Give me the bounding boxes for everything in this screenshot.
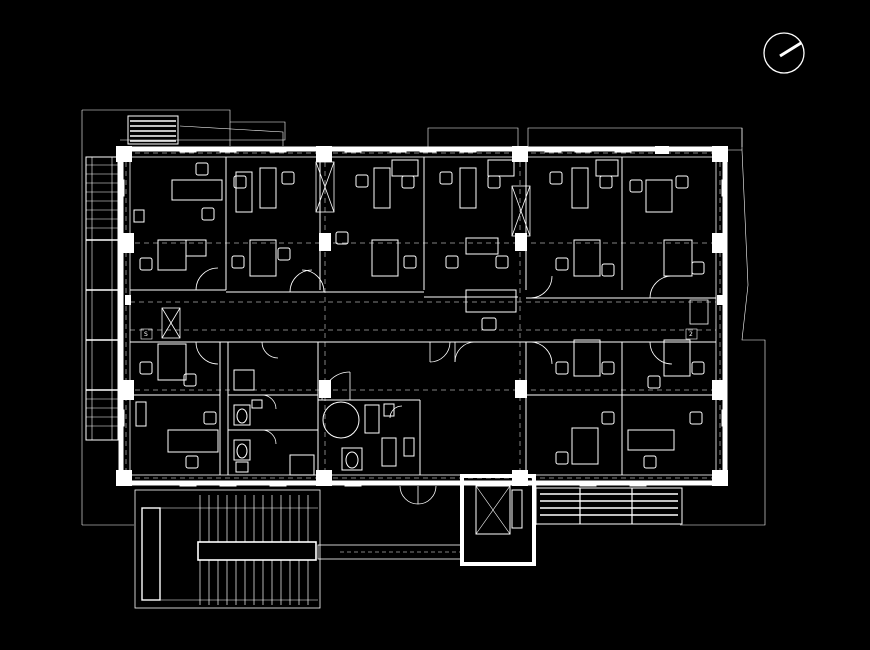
room-label-2: 2: [689, 331, 693, 338]
elevator-core: [460, 474, 536, 566]
shafts: [161, 161, 709, 339]
west-stair: [85, 115, 179, 441]
room-label-2-box: [685, 328, 698, 340]
room-label-s: S: [144, 331, 148, 338]
room-label-s-box: [140, 328, 153, 340]
terrace-southeast: [535, 487, 683, 525]
desks: [157, 159, 693, 465]
exterior-walls: [118, 146, 728, 486]
interior-walls: [130, 157, 716, 475]
structural-columns: [116, 146, 728, 486]
site-outline: [81, 109, 766, 526]
sanitary-fixtures: [133, 209, 415, 476]
structural-grid: [125, 152, 721, 479]
doors: [195, 267, 673, 505]
north-arrow-icon: [763, 32, 805, 74]
windows: [118, 146, 728, 487]
south-stair: [134, 489, 464, 609]
chairs: [139, 162, 705, 469]
